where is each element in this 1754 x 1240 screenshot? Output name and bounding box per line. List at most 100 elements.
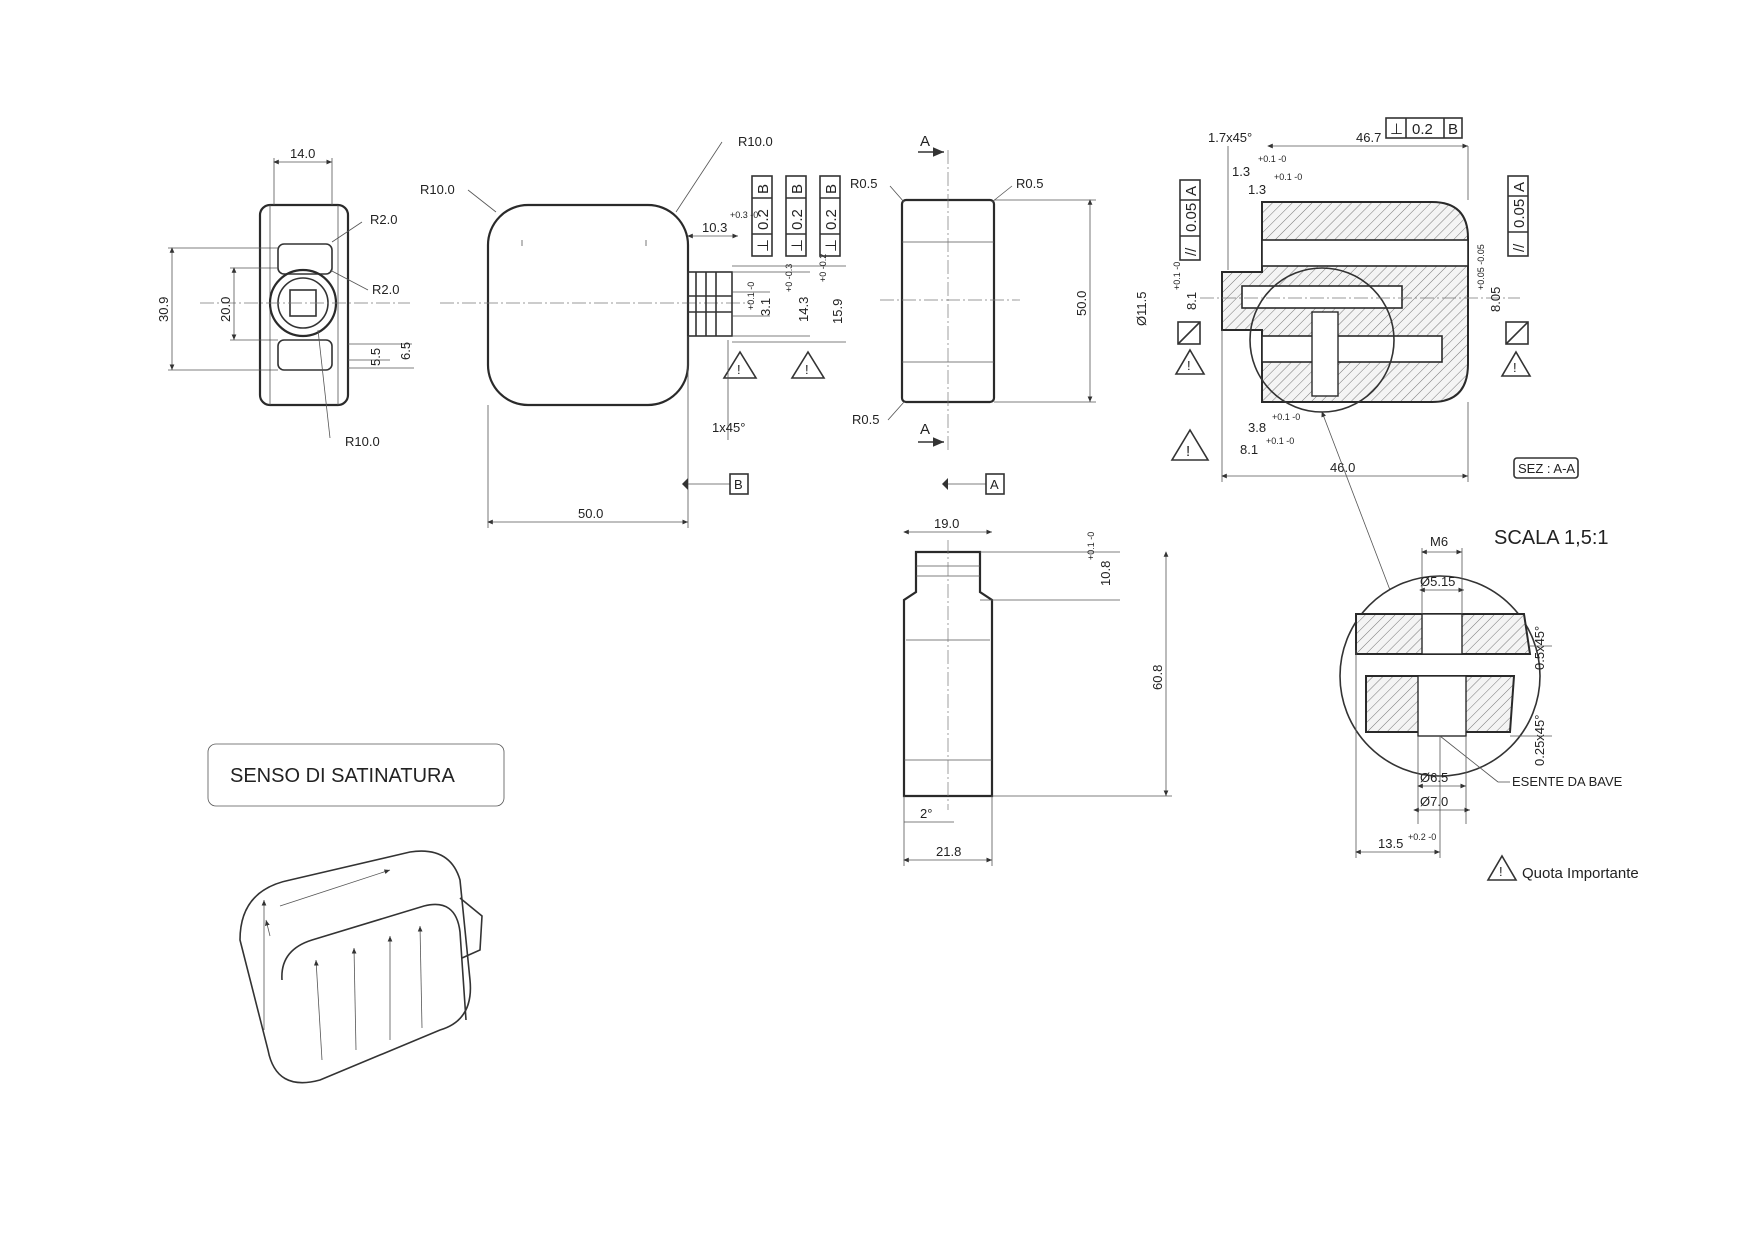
front-tolerance-frame-1: B 0.2 ⊥ (751, 175, 773, 257)
warning-icon: ! (722, 350, 758, 379)
svg-text:B: B (789, 184, 806, 194)
svg-text:!: ! (805, 362, 809, 377)
bottom-view: 19.0 10.8 +0.1 -0 60.8 2° 21.8 (902, 516, 1172, 866)
section-dim-13b-tol: +0.1 -0 (1274, 172, 1302, 182)
side-gap-a-label: 5.5 (368, 348, 383, 366)
warning-icon: ! (1174, 321, 1206, 375)
section-slot-middle (1241, 285, 1403, 309)
section-label-top: A (920, 133, 930, 150)
section-dim-805: 8.05 (1488, 287, 1503, 312)
side-inner-height-label: 20.0 (218, 297, 233, 322)
svg-text:⊥: ⊥ (755, 239, 772, 252)
front-view: R10.0 R10.0 50.0 10.3 +0.3 -0 3.1 +0.1 -… (420, 134, 846, 528)
svg-text:B: B (1448, 121, 1458, 138)
svg-text:!: ! (1513, 360, 1517, 375)
bottom-groove-label: 10.8 (1098, 561, 1113, 586)
side-radius-mid-label: R2.0 (372, 282, 399, 297)
svg-text:0.05: 0.05 (1511, 199, 1528, 228)
front-shaft-length-tol: +0.3 -0 (730, 210, 758, 220)
side-height-label: 30.9 (156, 297, 171, 322)
detail-d65-label: Ø6.5 (1420, 770, 1448, 785)
bottom-groove-tol: +0.1 -0 (1086, 532, 1096, 560)
section-height-label: 50.0 (1074, 291, 1089, 316)
svg-text:!: ! (1499, 864, 1503, 879)
section-perp-frame: ⊥ 0.2 B (1385, 117, 1463, 139)
warning-icon: ! (790, 350, 826, 379)
svg-text:!: ! (1186, 443, 1190, 460)
svg-text:0.05: 0.05 (1183, 203, 1200, 232)
front-d2-label: 14.3 (796, 297, 811, 322)
section-dia-label: Ø11.5 (1134, 292, 1149, 326)
detail-d515-label: Ø5.15 (1420, 574, 1455, 589)
detail-scale-label: SCALA 1,5:1 (1494, 527, 1609, 549)
front-d3-tol: +0 -0.2 (818, 254, 828, 282)
section-radius-bl: R0.5 (852, 412, 879, 427)
section-slot-lower (1261, 335, 1443, 363)
section-chamfer-label: 1.7x45° (1208, 130, 1252, 145)
detail-d70-label: Ø7.0 (1420, 794, 1448, 809)
section-a-a: 1.7x45° 46.7 ⊥ 0.2 B 1.3 +0.1 -0 1.3 +0.… (1134, 117, 1579, 591)
side-view: 14.0 30.9 20.0 R2.0 R2.0 R10.0 5.5 6.5 (156, 146, 414, 449)
detail-chamfer1-label: 0.5x45° (1532, 626, 1547, 670)
detail-view: SCALA 1,5:1 M6 Ø5.15 0.5x45° 0.25x45° Ø6… (1339, 527, 1623, 858)
svg-text:⊥: ⊥ (823, 239, 840, 252)
warning-icon: ! (1500, 321, 1532, 377)
svg-text:A: A (1511, 182, 1528, 192)
detail-depth-tol: +0.2 -0 (1408, 832, 1436, 842)
section-parallel-right: A 0.05 // (1507, 175, 1529, 257)
section-dim-38: 3.8 (1248, 420, 1266, 435)
bottom-height-label: 60.8 (1150, 665, 1165, 690)
warning-icon: ! (1486, 854, 1518, 881)
side-radius-bottom-label: R10.0 (345, 434, 380, 449)
side-radius-top-label: R2.0 (370, 212, 397, 227)
finish-box-label: SENSO DI SATINATURA (230, 765, 456, 787)
front-d1-label: 3.1 (758, 298, 773, 316)
section-radius-tr: R0.5 (1016, 176, 1043, 191)
side-lower-slot (277, 339, 333, 371)
detail-note-label: ESENTE DA BAVE (1512, 774, 1623, 789)
svg-text:0.2: 0.2 (1412, 121, 1433, 138)
section-total-label: 46.0 (1330, 460, 1355, 475)
front-radius-top-right-label: R10.0 (738, 134, 773, 149)
section-dim-13a-tol: +0.1 -0 (1258, 154, 1286, 164)
svg-text:B: B (823, 184, 840, 194)
front-body (486, 203, 690, 407)
detail-depth-label: 13.5 (1378, 836, 1403, 851)
section-dim-805-tol: +0.05 -0.05 (1476, 244, 1486, 290)
front-shaft (687, 271, 733, 337)
svg-text:0.2: 0.2 (789, 209, 806, 230)
section-dim-13b: 1.3 (1248, 182, 1266, 197)
section-slot-upper (1261, 239, 1469, 267)
front-d3-label: 15.9 (830, 299, 845, 324)
section-datum-label: A (990, 477, 999, 492)
front-shaft-length-label: 10.3 (702, 220, 727, 235)
front-radius-top-left-label: R10.0 (420, 182, 455, 197)
svg-text:A: A (1183, 186, 1200, 196)
svg-text:!: ! (737, 362, 741, 377)
side-body (258, 203, 350, 407)
svg-text:0.2: 0.2 (755, 209, 772, 230)
section-label-bottom: A (920, 421, 930, 438)
detail-chamfer2-label: 0.25x45° (1532, 715, 1547, 766)
front-tolerance-frame-3: B 0.2 ⊥ (819, 175, 841, 257)
side-width-label: 14.0 (290, 146, 315, 161)
section-dim-81: 8.1 (1184, 292, 1199, 310)
section-length-label: 46.7 (1356, 130, 1381, 145)
bottom-angle-label: 2° (920, 806, 932, 821)
legend: SENSO DI SATINATURA ! Quota Importante (207, 743, 1639, 882)
front-d2-tol: +0 -0.3 (784, 264, 794, 292)
detail-bore-upper (1421, 613, 1463, 655)
important-label: Quota Importante (1522, 865, 1639, 882)
section-marker-view: A A R0.5 R0.5 R0.5 50.0 A (850, 133, 1096, 495)
side-gap-b-label: 6.5 (398, 342, 413, 360)
front-width-label: 50.0 (578, 506, 603, 521)
front-d1-tol: +0.1 -0 (746, 282, 756, 310)
section-dim-81b: 8.1 (1240, 442, 1258, 457)
bottom-width-label: 21.8 (936, 844, 961, 859)
svg-text:B: B (755, 184, 772, 194)
finish-box (207, 743, 505, 807)
svg-text://: // (1183, 247, 1200, 256)
section-dim-81b-tol: +0.1 -0 (1266, 436, 1294, 446)
svg-text:!: ! (1187, 358, 1191, 373)
